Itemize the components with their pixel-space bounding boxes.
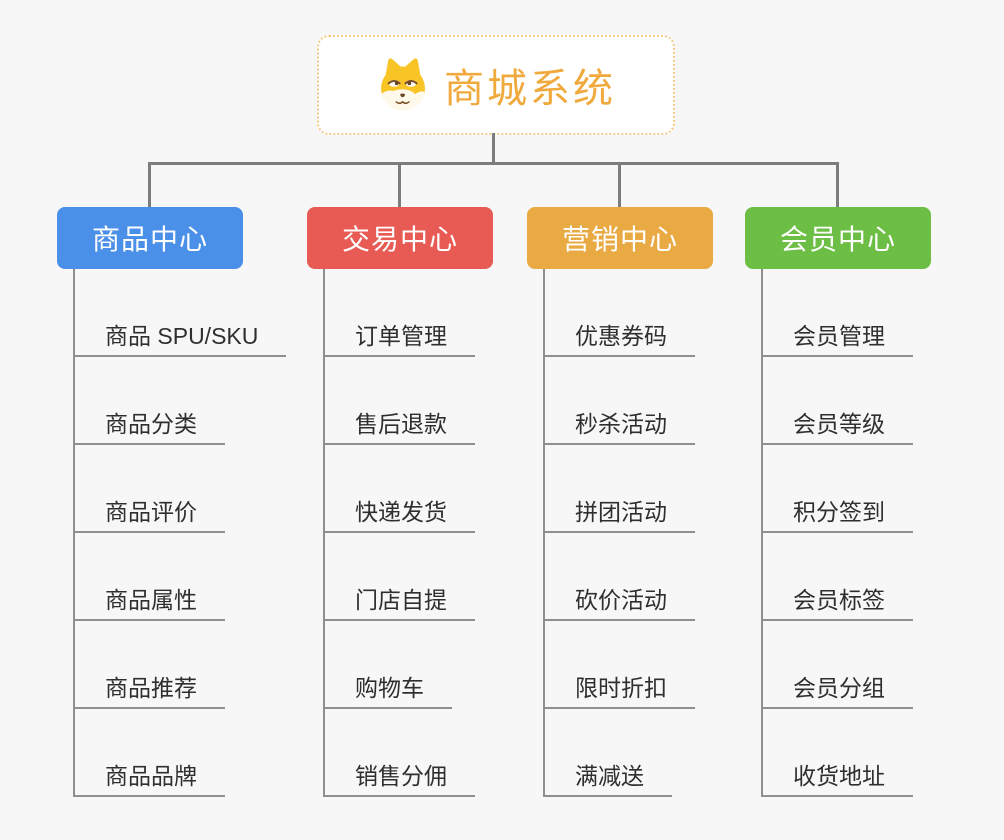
leaf-row: 商品品牌 bbox=[75, 709, 286, 797]
connector-drop-marketing bbox=[618, 162, 621, 208]
leaf-node[interactable]: 商品评价 bbox=[75, 493, 225, 533]
leaf-row: 商品推荐 bbox=[75, 621, 286, 709]
branch-leaves-trade: 订单管理 售后退款 快递发货 门店自提 购物车 销售分佣 bbox=[323, 269, 493, 797]
leaf-row: 订单管理 bbox=[325, 269, 493, 357]
leaf-row: 会员标签 bbox=[763, 533, 931, 621]
branch-header-marketing[interactable]: 营销中心 bbox=[527, 207, 713, 269]
leaf-node[interactable]: 商品 SPU/SKU bbox=[75, 317, 287, 357]
leaf-node[interactable]: 商品推荐 bbox=[75, 669, 225, 709]
branch-trade-center: 交易中心 订单管理 售后退款 快递发货 门店自提 购物车 销售分佣 bbox=[307, 207, 493, 797]
branch-marketing-center: 营销中心 优惠券码 秒杀活动 拼团活动 砍价活动 限时折扣 满减送 bbox=[527, 207, 713, 797]
leaf-node[interactable]: 商品属性 bbox=[75, 581, 225, 621]
leaf-row: 秒杀活动 bbox=[545, 357, 713, 445]
leaf-node[interactable]: 秒杀活动 bbox=[545, 405, 695, 445]
leaf-row: 收货地址 bbox=[763, 709, 931, 797]
branch-header-member[interactable]: 会员中心 bbox=[745, 207, 931, 269]
leaf-row: 积分签到 bbox=[763, 445, 931, 533]
root-node[interactable]: 商城系统 bbox=[317, 35, 675, 135]
leaf-node[interactable]: 订单管理 bbox=[325, 317, 475, 357]
leaf-node[interactable]: 限时折扣 bbox=[545, 669, 695, 709]
leaf-node[interactable]: 满减送 bbox=[545, 757, 672, 797]
leaf-row: 销售分佣 bbox=[325, 709, 493, 797]
branch-member-center: 会员中心 会员管理 会员等级 积分签到 会员标签 会员分组 收货地址 bbox=[745, 207, 931, 797]
leaf-row: 商品属性 bbox=[75, 533, 286, 621]
leaf-node[interactable]: 优惠券码 bbox=[545, 317, 695, 357]
leaf-node[interactable]: 商品分类 bbox=[75, 405, 225, 445]
connector-horizontal bbox=[148, 162, 839, 165]
leaf-node[interactable]: 收货地址 bbox=[763, 757, 913, 797]
leaf-node[interactable]: 门店自提 bbox=[325, 581, 475, 621]
leaf-node[interactable]: 快递发货 bbox=[325, 493, 475, 533]
connector-root-drop bbox=[492, 133, 495, 164]
branch-leaves-member: 会员管理 会员等级 积分签到 会员标签 会员分组 收货地址 bbox=[761, 269, 931, 797]
leaf-row: 会员管理 bbox=[763, 269, 931, 357]
leaf-row: 会员等级 bbox=[763, 357, 931, 445]
leaf-node[interactable]: 拼团活动 bbox=[545, 493, 695, 533]
leaf-node[interactable]: 商品品牌 bbox=[75, 757, 225, 797]
leaf-row: 售后退款 bbox=[325, 357, 493, 445]
leaf-row: 砍价活动 bbox=[545, 533, 713, 621]
leaf-row: 门店自提 bbox=[325, 533, 493, 621]
leaf-row: 商品 SPU/SKU bbox=[75, 269, 287, 357]
leaf-node[interactable]: 积分签到 bbox=[763, 493, 913, 533]
leaf-row: 拼团活动 bbox=[545, 445, 713, 533]
leaf-node[interactable]: 会员标签 bbox=[763, 581, 913, 621]
leaf-row: 优惠券码 bbox=[545, 269, 713, 357]
leaf-row: 购物车 bbox=[325, 621, 493, 709]
branch-product-center: 商品中心 商品 SPU/SKU 商品分类 商品评价 商品属性 商品推荐 商品品牌 bbox=[57, 207, 287, 797]
leaf-row: 商品分类 bbox=[75, 357, 286, 445]
leaf-node[interactable]: 砍价活动 bbox=[545, 581, 695, 621]
leaf-row: 限时折扣 bbox=[545, 621, 713, 709]
connector-drop-trade bbox=[398, 162, 401, 208]
connector-drop-member bbox=[836, 162, 839, 208]
branch-leaves-marketing: 优惠券码 秒杀活动 拼团活动 砍价活动 限时折扣 满减送 bbox=[543, 269, 713, 797]
leaf-row: 满减送 bbox=[545, 709, 713, 797]
leaf-node[interactable]: 销售分佣 bbox=[325, 757, 475, 797]
leaf-row: 商品评价 bbox=[75, 445, 286, 533]
dog-face-icon bbox=[381, 58, 425, 111]
connector-drop-product bbox=[148, 162, 151, 208]
branch-header-product[interactable]: 商品中心 bbox=[57, 207, 243, 269]
root-title: 商城系统 bbox=[444, 67, 616, 111]
leaf-node[interactable]: 会员分组 bbox=[763, 669, 913, 709]
leaf-node[interactable]: 购物车 bbox=[325, 669, 452, 709]
branch-header-trade[interactable]: 交易中心 bbox=[307, 207, 493, 269]
leaf-node[interactable]: 会员等级 bbox=[763, 405, 913, 445]
leaf-node[interactable]: 售后退款 bbox=[325, 405, 475, 445]
leaf-row: 快递发货 bbox=[325, 445, 493, 533]
leaf-node[interactable]: 会员管理 bbox=[763, 317, 913, 357]
branch-leaves-product: 商品 SPU/SKU 商品分类 商品评价 商品属性 商品推荐 商品品牌 bbox=[73, 269, 287, 797]
leaf-row: 会员分组 bbox=[763, 621, 931, 709]
